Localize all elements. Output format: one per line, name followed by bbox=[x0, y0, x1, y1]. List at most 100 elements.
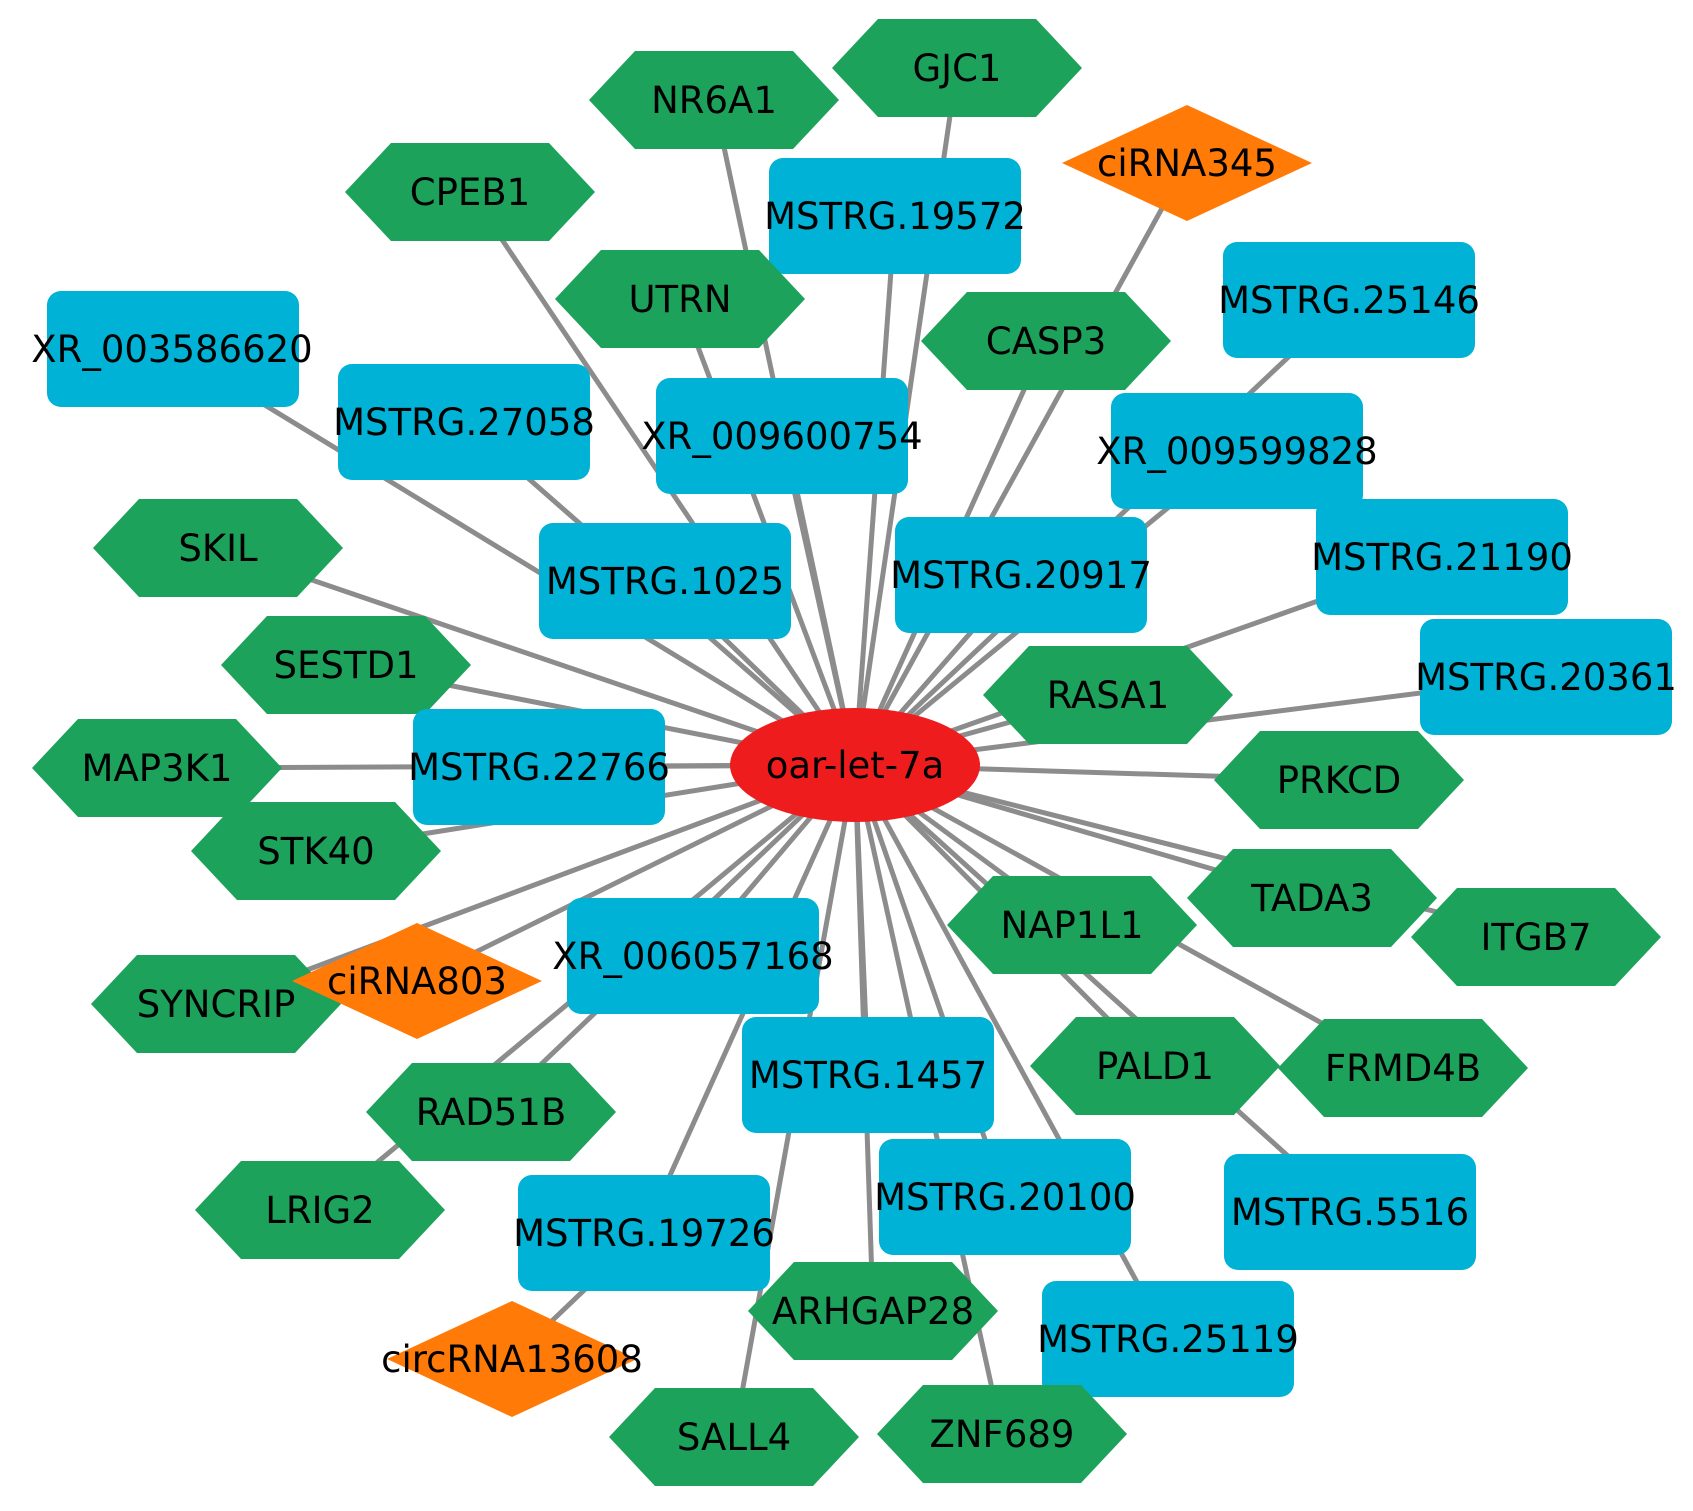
node-m20100[interactable]: MSTRG.20100 bbox=[874, 1139, 1136, 1255]
node-label: MSTRG.1025 bbox=[546, 560, 784, 603]
node-label: RAD51B bbox=[416, 1091, 566, 1134]
node-pald1[interactable]: PALD1 bbox=[1030, 1017, 1280, 1115]
node-xr9599828[interactable]: XR_009599828 bbox=[1096, 393, 1378, 509]
node-label: MSTRG.1457 bbox=[749, 1054, 987, 1097]
hexagon-shape bbox=[195, 1161, 445, 1259]
rect-shape bbox=[1223, 242, 1475, 358]
node-label: UTRN bbox=[628, 278, 731, 321]
node-label: NAP1L1 bbox=[1001, 904, 1144, 947]
node-arhgap28[interactable]: ARHGAP28 bbox=[748, 1262, 998, 1360]
node-sall4[interactable]: SALL4 bbox=[609, 1388, 859, 1486]
rect-shape bbox=[879, 1139, 1131, 1255]
rect-shape bbox=[1042, 1281, 1294, 1397]
node-label: SKIL bbox=[178, 527, 258, 570]
node-m27058[interactable]: MSTRG.27058 bbox=[333, 364, 595, 480]
node-sestd1[interactable]: SESTD1 bbox=[221, 616, 471, 714]
rect-shape bbox=[1420, 619, 1672, 735]
hexagon-shape bbox=[221, 616, 471, 714]
node-m20917[interactable]: MSTRG.20917 bbox=[890, 517, 1152, 633]
node-m19726[interactable]: MSTRG.19726 bbox=[513, 1175, 775, 1291]
node-label: MSTRG.5516 bbox=[1231, 1191, 1469, 1234]
diamond-shape bbox=[1062, 105, 1312, 221]
node-label: MSTRG.27058 bbox=[333, 401, 595, 444]
node-label: XR_003586620 bbox=[31, 328, 312, 371]
hexagon-shape bbox=[191, 802, 441, 900]
node-skil[interactable]: SKIL bbox=[93, 499, 343, 597]
node-m22766[interactable]: MSTRG.22766 bbox=[408, 709, 670, 825]
edge-hub-syncrip bbox=[215, 762, 856, 1007]
node-prkcd[interactable]: PRKCD bbox=[1214, 731, 1464, 829]
node-label: LRIG2 bbox=[265, 1189, 374, 1232]
rect-shape bbox=[518, 1175, 770, 1291]
node-label: PALD1 bbox=[1096, 1045, 1214, 1088]
node-xr6057168[interactable]: XR_006057168 bbox=[552, 898, 834, 1014]
node-label: FRMD4B bbox=[1325, 1047, 1481, 1090]
node-znf689[interactable]: ZNF689 bbox=[877, 1385, 1127, 1483]
node-m21190[interactable]: MSTRG.21190 bbox=[1311, 499, 1573, 615]
node-syncrip[interactable]: SYNCRIP bbox=[91, 955, 341, 1053]
hexagon-shape bbox=[345, 143, 595, 241]
node-label: MAP3K1 bbox=[82, 747, 233, 790]
node-m5516[interactable]: MSTRG.5516 bbox=[1224, 1154, 1476, 1270]
hexagon-shape bbox=[555, 250, 805, 348]
rect-shape bbox=[1224, 1154, 1476, 1270]
rect-shape bbox=[656, 378, 908, 494]
node-label: CPEB1 bbox=[410, 171, 530, 214]
rect-shape bbox=[742, 1017, 994, 1133]
node-label: MSTRG.21190 bbox=[1311, 536, 1573, 579]
node-cirna803[interactable]: ciRNA803 bbox=[292, 923, 542, 1039]
node-frmd4b[interactable]: FRMD4B bbox=[1278, 1019, 1528, 1117]
hexagon-shape bbox=[91, 955, 341, 1053]
node-label: MSTRG.25146 bbox=[1218, 279, 1480, 322]
node-label: SYNCRIP bbox=[137, 983, 296, 1026]
diamond-shape bbox=[292, 923, 542, 1039]
node-gjc1[interactable]: GJC1 bbox=[832, 19, 1082, 117]
hub-label: oar-let-7a bbox=[766, 744, 945, 787]
node-label: MSTRG.19572 bbox=[764, 195, 1026, 238]
hexagon-shape bbox=[748, 1262, 998, 1360]
node-m1457[interactable]: MSTRG.1457 bbox=[742, 1017, 994, 1133]
rect-shape bbox=[539, 523, 791, 639]
node-map3k1[interactable]: MAP3K1 bbox=[32, 719, 282, 817]
node-label: PRKCD bbox=[1277, 759, 1402, 802]
rect-shape bbox=[1316, 499, 1568, 615]
node-xr3586620[interactable]: XR_003586620 bbox=[31, 291, 313, 407]
rect-shape bbox=[47, 291, 299, 407]
rect-shape bbox=[1111, 393, 1363, 509]
rect-shape bbox=[895, 517, 1147, 633]
hexagon-shape bbox=[921, 292, 1171, 390]
edge-hub-cirna345 bbox=[852, 161, 1190, 767]
node-m1025[interactable]: MSTRG.1025 bbox=[539, 523, 791, 639]
node-nr6a1[interactable]: NR6A1 bbox=[589, 51, 839, 149]
node-rad51b[interactable]: RAD51B bbox=[366, 1063, 616, 1161]
node-rasa1[interactable]: RASA1 bbox=[983, 646, 1233, 744]
node-m19572[interactable]: MSTRG.19572 bbox=[764, 158, 1026, 274]
node-stk40[interactable]: STK40 bbox=[191, 802, 441, 900]
node-utrn[interactable]: UTRN bbox=[555, 250, 805, 348]
hexagon-shape bbox=[589, 51, 839, 149]
hub-node[interactable]: oar-let-7a bbox=[730, 708, 980, 822]
node-label: circRNA13608 bbox=[381, 1338, 643, 1381]
node-label: MSTRG.25119 bbox=[1037, 1318, 1299, 1361]
node-m25146[interactable]: MSTRG.25146 bbox=[1218, 242, 1480, 358]
hexagon-shape bbox=[93, 499, 343, 597]
node-label: RASA1 bbox=[1047, 674, 1170, 717]
node-cpeb1[interactable]: CPEB1 bbox=[345, 143, 595, 241]
node-m20361[interactable]: MSTRG.20361 bbox=[1415, 619, 1677, 735]
hexagon-shape bbox=[832, 19, 1082, 117]
node-lrig2[interactable]: LRIG2 bbox=[195, 1161, 445, 1259]
node-itgb7[interactable]: ITGB7 bbox=[1411, 888, 1661, 986]
node-label: GJC1 bbox=[913, 47, 1002, 90]
node-nap1l1[interactable]: NAP1L1 bbox=[947, 876, 1197, 974]
node-xr9600754[interactable]: XR_009600754 bbox=[641, 378, 923, 494]
node-tada3[interactable]: TADA3 bbox=[1187, 849, 1437, 947]
node-m25119[interactable]: MSTRG.25119 bbox=[1037, 1281, 1299, 1397]
hexagon-shape bbox=[1411, 888, 1661, 986]
node-label: ciRNA345 bbox=[1097, 142, 1277, 185]
node-cirna345[interactable]: ciRNA345 bbox=[1062, 105, 1312, 221]
node-label: ciRNA803 bbox=[327, 960, 507, 1003]
node-label: NR6A1 bbox=[651, 79, 777, 122]
node-casp3[interactable]: CASP3 bbox=[921, 292, 1171, 390]
node-circrna13608[interactable]: circRNA13608 bbox=[381, 1301, 643, 1417]
